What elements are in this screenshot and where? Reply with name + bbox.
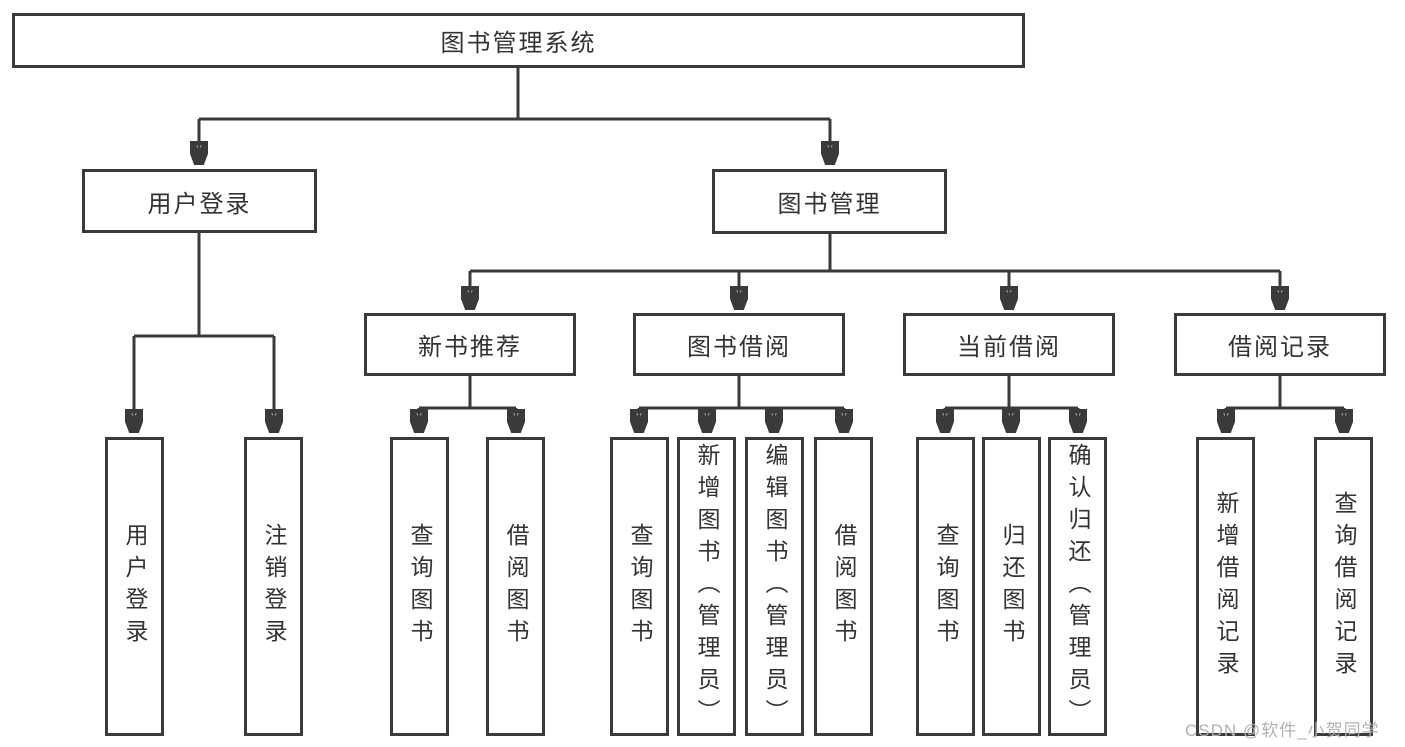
node-leaf-borrow-books-recommendation: 借阅图书 (486, 437, 545, 736)
node-current-borrowing-label: 当前借阅 (957, 334, 1061, 361)
node-leaf-edit-books-admin-label: 编辑图书（管理员） (762, 442, 788, 731)
node-leaf-borrow-books-borrowing-label: 借阅图书 (831, 522, 857, 651)
node-leaf-logout-label: 注销登录 (261, 522, 287, 651)
node-leaf-query-books-current: 查询图书 (916, 437, 975, 736)
node-leaf-borrow-books-borrowing: 借阅图书 (814, 437, 873, 736)
node-root-system: 图书管理系统 (12, 13, 1025, 68)
node-leaf-add-books-admin: 新增图书（管理员） (677, 437, 736, 736)
node-leaf-add-books-admin-label: 新增图书（管理员） (694, 442, 720, 731)
node-book-management-label: 图书管理 (777, 191, 882, 218)
node-new-book-recommendation-label: 新书推荐 (418, 334, 522, 361)
node-leaf-query-borrow-record: 查询借阅记录 (1314, 437, 1373, 736)
node-leaf-query-books-borrowing: 查询图书 (610, 437, 669, 736)
node-book-borrowing-label: 图书借阅 (687, 334, 791, 361)
node-leaf-user-login-label: 用户登录 (122, 522, 148, 651)
node-leaf-query-books-recommendation: 查询图书 (390, 437, 449, 736)
node-borrowing-records-label: 借阅记录 (1228, 334, 1332, 361)
node-new-book-recommendation: 新书推荐 (364, 313, 576, 376)
node-user-login-branch: 用户登录 (82, 169, 317, 233)
node-leaf-query-books-recommendation-label: 查询图书 (407, 522, 433, 651)
node-leaf-query-books-borrowing-label: 查询图书 (627, 522, 653, 651)
node-leaf-logout: 注销登录 (244, 437, 303, 736)
node-leaf-return-books-label: 归还图书 (999, 522, 1025, 651)
node-leaf-edit-books-admin: 编辑图书（管理员） (745, 437, 804, 736)
node-leaf-add-borrow-record: 新增借阅记录 (1196, 437, 1255, 736)
node-leaf-confirm-return-admin-label: 确认归还（管理员） (1065, 442, 1091, 731)
node-book-borrowing: 图书借阅 (633, 313, 845, 376)
node-user-login-label: 用户登录 (147, 190, 252, 218)
node-book-management-branch: 图书管理 (712, 169, 947, 234)
node-current-borrowing: 当前借阅 (903, 313, 1115, 376)
node-leaf-query-borrow-record-label: 查询借阅记录 (1331, 490, 1357, 683)
node-leaf-user-login: 用户登录 (105, 437, 164, 736)
node-leaf-add-borrow-record-label: 新增借阅记录 (1213, 490, 1239, 683)
node-leaf-confirm-return-admin: 确认归还（管理员） (1048, 437, 1107, 736)
node-leaf-query-books-current-label: 查询图书 (933, 522, 959, 651)
node-leaf-return-books: 归还图书 (982, 437, 1041, 736)
csdn-watermark: CSDN @软件_小贺同学 (1185, 721, 1380, 740)
node-root-label: 图书管理系统 (440, 30, 597, 57)
node-leaf-borrow-books-recommendation-label: 借阅图书 (503, 522, 529, 651)
node-borrowing-records: 借阅记录 (1174, 313, 1386, 376)
